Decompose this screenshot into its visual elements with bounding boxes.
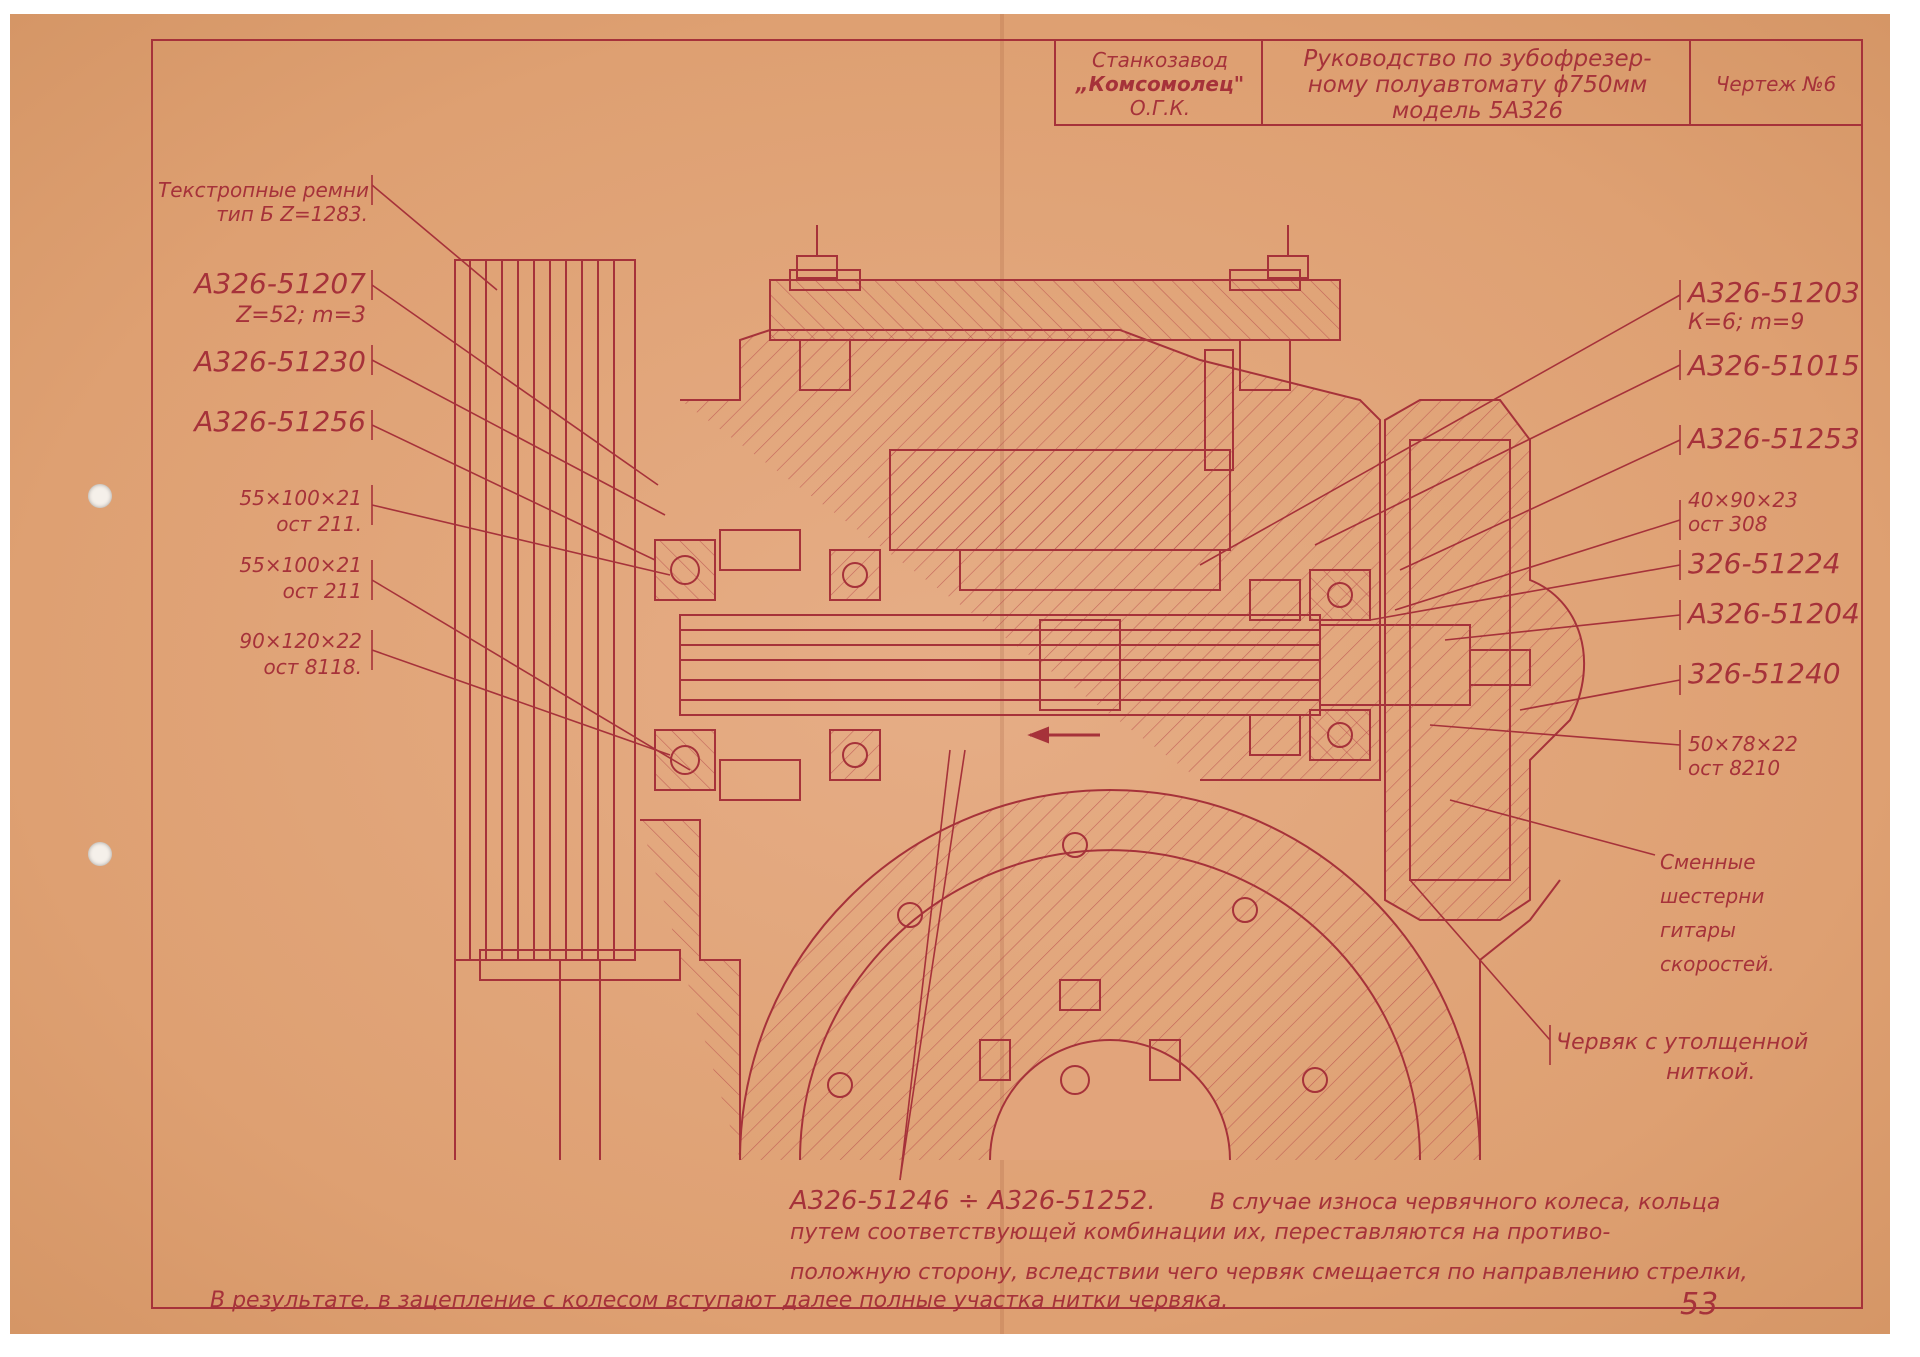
plant-line: О.Г.К. (1129, 96, 1191, 120)
label-line: тип Б Z=1283. (216, 202, 368, 226)
note-line: положную сторону, вследствии чего червяк… (790, 1260, 1748, 1285)
label-part-51230: А326-51230 (194, 345, 366, 378)
label-bearing-2: 55×100×21 ост 211 (176, 552, 362, 604)
drawing-frame (151, 39, 1863, 1309)
page-mark: 53 (1680, 1287, 1719, 1322)
label-part-51224: 326-51224 (1688, 547, 1841, 580)
label-line: 40×90×23 (1688, 488, 1798, 512)
note-line: В результате, в зацепление с колесом вст… (210, 1288, 1229, 1313)
label-line: 90×120×22 (239, 629, 362, 653)
label-part-51240: 326-51240 (1688, 657, 1841, 690)
title-block-plant: Станкозавод „Комсомолец" О.Г.К. (1065, 48, 1255, 120)
label-part-51207: А326-51207 Z=52; m=3 (180, 268, 366, 332)
label-bearing-1: 55×100×21 ост 211. (176, 485, 362, 537)
label-part-51253: А326-51253 (1688, 422, 1860, 455)
punch-hole (88, 842, 112, 866)
label-line: Текстропные ремни (158, 178, 369, 202)
label-line: шестерни (1660, 884, 1765, 908)
label-line: 55×100×21 (239, 486, 362, 510)
leader-lines (371, 175, 1681, 1181)
label-line: гитары (1660, 918, 1736, 942)
sheet-number: Чертеж №6 (1715, 72, 1837, 96)
worm-shaft (679, 614, 1531, 744)
label-rings: А326-51246 ÷ А326-51252. (790, 1186, 1156, 1216)
label-line: 50×78×22 (1688, 732, 1798, 756)
label-bearing-4: 40×90×23 ост 308 (1688, 488, 1798, 536)
plant-line: Станкозавод (1091, 48, 1228, 72)
note-line: путем соответствующей комбинации их, пер… (790, 1220, 1611, 1245)
label-line: Сменные (1660, 850, 1756, 874)
label-line: Червяк с утолщенной (1556, 1030, 1809, 1055)
title-block (1054, 39, 1863, 126)
label-part-51015: А326-51015 (1688, 349, 1860, 382)
label-part-51256: А326-51256 (194, 405, 366, 438)
label-line: К=6; m=9 (1688, 310, 1805, 335)
title-line: Руководство по зубофрезер- (1303, 46, 1652, 72)
label-line: ост 8118. (263, 655, 363, 679)
title-block-title: Руководство по зубофрезер- ному полуавто… (1270, 46, 1685, 124)
label-line: Z=52; m=3 (236, 303, 366, 328)
label-line: ост 308 (1688, 512, 1768, 536)
punch-hole (88, 484, 112, 508)
label-line: ниткой. (1666, 1060, 1756, 1085)
label-line: ост 211 (282, 579, 362, 603)
label-worm: Червяк с утолщенной ниткой. (1556, 1028, 1808, 1088)
label-line: скоростей. (1660, 952, 1775, 976)
note-line: В случае износа червячного колеса, кольц… (1210, 1190, 1721, 1215)
fold-line (1000, 14, 1004, 1334)
bearings-right (1249, 569, 1371, 761)
label-line: ост 8210 (1688, 756, 1781, 780)
label-bearing-3: 90×120×22 ост 8118. (176, 628, 362, 680)
title-line: модель 5А326 (1391, 98, 1564, 124)
label-line: ост 211. (276, 512, 362, 536)
change-gear-cover (1384, 399, 1585, 921)
label-part-51204: А326-51204 (1688, 597, 1860, 630)
label-line: 55×100×21 (239, 553, 362, 577)
label-line: А326-51203 (1688, 276, 1860, 309)
base-housing (640, 819, 1561, 1160)
label-belts: Текстропные ремни тип Б Z=1283. (158, 178, 369, 226)
title-line: ному полуавтомату ϕ750мм (1307, 72, 1648, 98)
worm-wheel (739, 789, 1481, 1161)
housing (680, 225, 1381, 781)
label-part-51203: А326-51203 К=6; m=9 (1688, 278, 1860, 338)
plant-line: „Комсомолец" (1075, 72, 1245, 96)
label-change-gears: Сменные шестерни гитары скоростей. (1660, 845, 1775, 981)
label-line: А326-51207 (194, 267, 366, 300)
bearings-left (654, 529, 881, 801)
pulley (454, 259, 681, 1160)
label-bearing-5: 50×78×22 ост 8210 (1688, 732, 1798, 780)
